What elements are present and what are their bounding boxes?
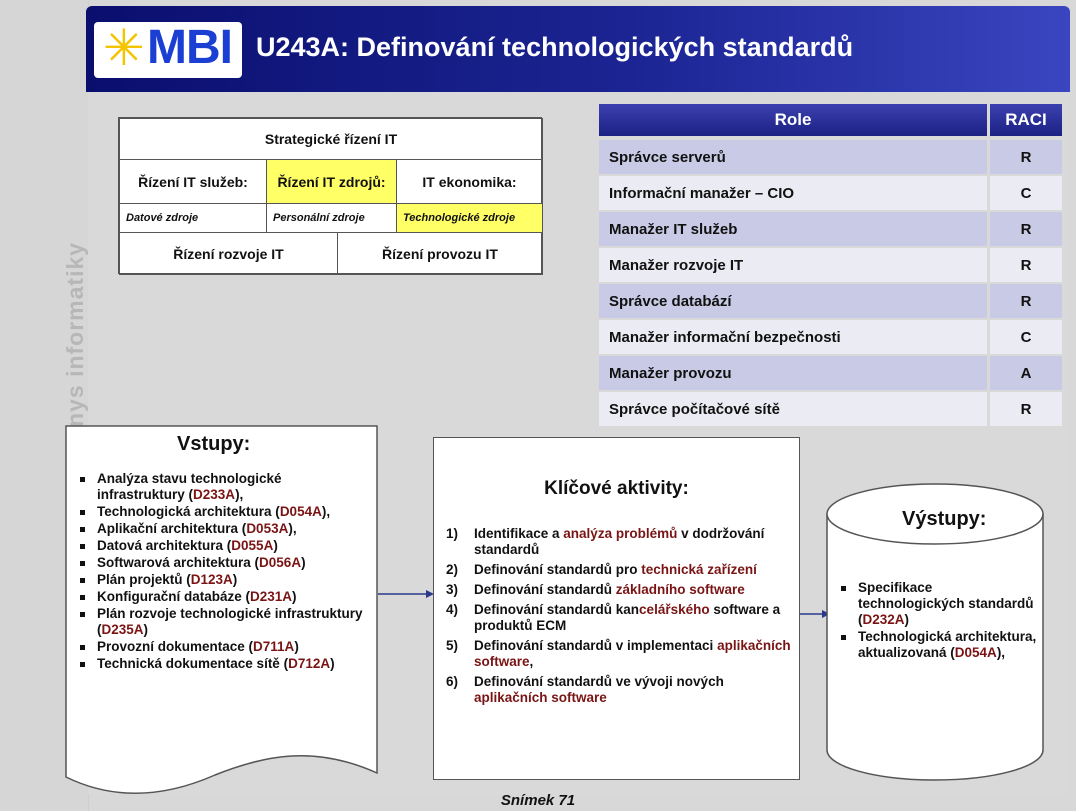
grid-data-resources: Datové zdroje — [119, 203, 267, 233]
raci-row: Manažer provozu A — [599, 356, 1062, 390]
list-item: Softwarová architektura (D056A) — [77, 555, 372, 571]
strategic-grid: Strategické řízení IT Řízení IT služeb: … — [118, 117, 543, 275]
list-item: 5)Definování standardů v implementaci ap… — [446, 638, 791, 669]
raci-role: Správce databází — [599, 284, 987, 318]
raci-table: Role RACI Správce serverů R Informační m… — [599, 104, 1062, 431]
raci-value: C — [990, 176, 1062, 210]
raci-row: Manažer IT služeb R — [599, 212, 1062, 246]
list-item: Datová architektura (D055A) — [77, 538, 372, 554]
list-item: Plán projektů (D123A) — [77, 572, 372, 588]
list-item: 4)Definování standardů kancelářského sof… — [446, 602, 781, 633]
inputs-document-box: Vstupy: Analýza stavu technologické infr… — [65, 425, 378, 800]
grid-tech-resources: Technologické zdroje — [396, 203, 543, 233]
arrow-activities-to-outputs — [800, 610, 830, 618]
outputs-cylinder — [826, 483, 1044, 781]
grid-top: Strategické řízení IT — [119, 118, 543, 160]
list-item: Technologická architektura (D054A), — [77, 504, 372, 520]
outputs-list: Specifikace technologických standardů (D… — [838, 580, 1038, 662]
list-item: Analýza stavu technologické infrastruktu… — [77, 471, 372, 503]
raci-role: Manažer IT služeb — [599, 212, 987, 246]
logo-box — [94, 22, 242, 78]
raci-value: R — [990, 212, 1062, 246]
outputs-title: Výstupy: — [902, 508, 987, 530]
raci-role: Manažer informační bezpečnosti — [599, 320, 987, 354]
list-item: 6)Definování standardů ve vývoji nových … — [446, 674, 724, 705]
raci-row: Správce serverů R — [599, 140, 1062, 174]
raci-value: R — [990, 248, 1062, 282]
slide-title: U243A: Definování technologických standa… — [256, 32, 854, 62]
raci-row: Informační manažer – CIO C — [599, 176, 1062, 210]
grid-dev-management: Řízení rozvoje IT — [119, 232, 338, 275]
raci-role: Informační manažer – CIO — [599, 176, 987, 210]
raci-row: Manažer informační bezpečnosti C — [599, 320, 1062, 354]
header-bar — [86, 6, 1070, 92]
inputs-list: Analýza stavu technologické infrastruktu… — [77, 471, 372, 673]
list-item: Plán rozvoje technologické infrastruktur… — [77, 606, 372, 638]
list-item: Specifikace technologických standardů (D… — [838, 580, 1038, 628]
raci-header-role: Role — [599, 104, 987, 136]
raci-value: A — [990, 356, 1062, 390]
raci-header-raci: RACI — [990, 104, 1062, 136]
activities-list: 1)Identifikace a analýza problémů v dodr… — [446, 526, 796, 710]
raci-role: Manažer rozvoje IT — [599, 248, 987, 282]
logo-star-icon: ✳ — [103, 20, 145, 76]
grid-ops-management: Řízení provozu IT — [337, 232, 543, 275]
grid-it-economics: IT ekonomika: — [396, 159, 543, 204]
activities-box: Klíčové aktivity: 1)Identifikace a analý… — [433, 437, 800, 780]
raci-role: Manažer provozu — [599, 356, 987, 390]
grid-personal-resources: Personální zdroje — [266, 203, 397, 233]
list-item: Aplikační architektura (D053A), — [77, 521, 372, 537]
arrow-inputs-to-activities — [378, 590, 434, 598]
list-item: Konfigurační databáze (D231A) — [77, 589, 372, 605]
grid-it-services: Řízení IT služeb: — [119, 159, 267, 204]
raci-value: C — [990, 320, 1062, 354]
list-item: 2)Definování standardů pro technická zař… — [446, 562, 757, 577]
list-item: Technologická architektura, aktualizovan… — [838, 629, 1038, 661]
raci-value: R — [990, 140, 1062, 174]
list-item: Provozní dokumentace (D711A) — [77, 639, 372, 655]
list-item: 1)Identifikace a analýza problémů v dodr… — [446, 526, 765, 557]
grid-it-resources: Řízení IT zdrojů: — [266, 159, 397, 204]
raci-value: R — [990, 284, 1062, 318]
list-item: Technická dokumentace sítě (D712A) — [77, 656, 372, 672]
raci-row: Manažer rozvoje IT R — [599, 248, 1062, 282]
raci-value: R — [990, 392, 1062, 426]
list-item: 3)Definování standardů základního softwa… — [446, 582, 745, 597]
logo-text: MBI — [147, 21, 233, 74]
raci-role: Správce serverů — [599, 140, 987, 174]
activities-title: Klíčové aktivity: — [544, 478, 689, 499]
inputs-title: Vstupy: — [177, 433, 251, 455]
raci-role: Správce počítačové sítě — [599, 392, 987, 426]
raci-row: Správce databází R — [599, 284, 1062, 318]
document-shape — [65, 425, 378, 795]
slide-number: Snímek 71 — [500, 792, 576, 809]
raci-row: Správce počítačové sítě R — [599, 392, 1062, 426]
